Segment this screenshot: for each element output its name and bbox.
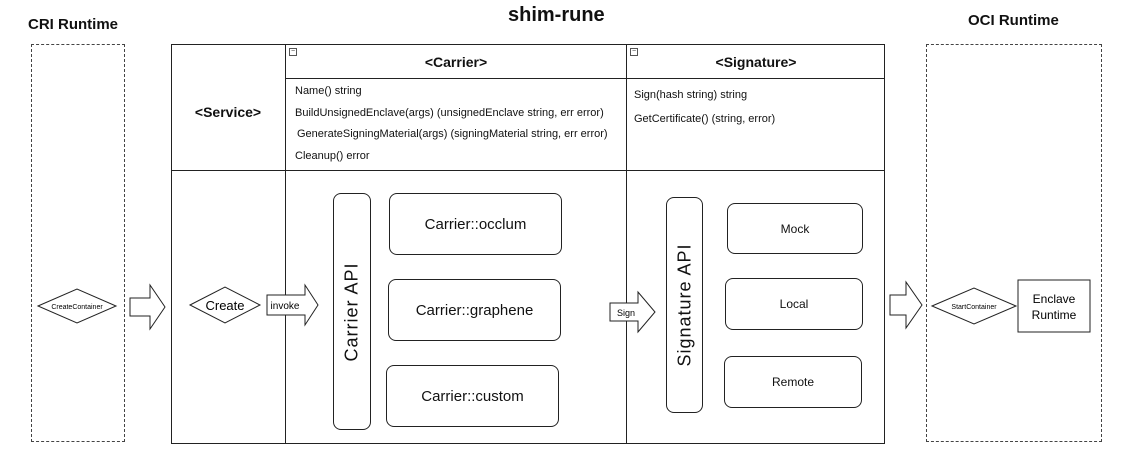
frame-divider-horizontal [171,170,885,171]
carrier-collapse-icon[interactable]: − [289,48,297,56]
carrier-occlum-box: Carrier::occlum [389,193,562,255]
oci-runtime-container [926,44,1102,442]
create-container-label: CreateContainer [51,304,103,311]
signature-local-label: Local [779,297,809,311]
carrier-api-box: Carrier API [333,193,371,430]
enclave-runtime-line1: Enclave [1033,292,1076,306]
signature-collapse-icon[interactable]: − [630,48,638,56]
block-arrow-cri-to-shim [129,283,166,331]
header-divider [285,78,885,79]
carrier-graphene-box: Carrier::graphene [388,279,561,341]
service-label: <Service> [194,104,262,120]
signature-api-box: Signature API [666,197,703,413]
carrier-custom-label: Carrier::custom [421,387,524,405]
oci-runtime-title: OCI Runtime [968,12,1059,29]
carrier-method-name: Name() string [295,85,362,97]
carrier-header: <Carrier> [424,54,488,70]
shim-rune-title: shim-rune [508,4,605,26]
invoke-label: invoke [271,301,300,312]
signature-method-sign: Sign(hash string) string [634,89,748,101]
signature-local-box: Local [725,278,863,330]
block-arrow-shim-to-oci [889,280,923,330]
enclave-runtime-box [1017,279,1091,333]
create-label: Create [205,298,244,313]
enclave-runtime-line2: Runtime [1032,308,1077,322]
signature-mock-box: Mock [727,203,863,254]
signature-remote-label: Remote [771,375,815,389]
carrier-graphene-label: Carrier::graphene [415,301,534,319]
frame-divider-service [285,44,286,444]
signature-mock-label: Mock [780,221,810,236]
cri-runtime-container [31,44,125,442]
signature-header: <Signature> [715,54,797,70]
create-diamond [188,286,262,324]
signature-remote-box: Remote [724,356,862,408]
create-container-diamond [36,288,118,324]
carrier-method-generate: GenerateSigningMaterial(args) (signingMa… [297,128,608,140]
sign-arrow [609,290,656,334]
start-container-label: StartContainer [951,304,997,311]
start-container-diamond [930,287,1018,325]
invoke-arrow [266,283,319,327]
carrier-custom-box: Carrier::custom [386,365,559,427]
carrier-occlum-label: Carrier::occlum [424,215,527,233]
sign-label: Sign [617,308,635,318]
cri-runtime-title: CRI Runtime [28,16,118,33]
signature-method-certificate: GetCertificate() (string, error) [634,113,776,125]
carrier-method-cleanup: Cleanup() error [295,150,370,162]
frame-divider-carrier [626,44,627,444]
carrier-method-build: BuildUnsignedEnclave(args) (unsignedEncl… [295,107,604,119]
